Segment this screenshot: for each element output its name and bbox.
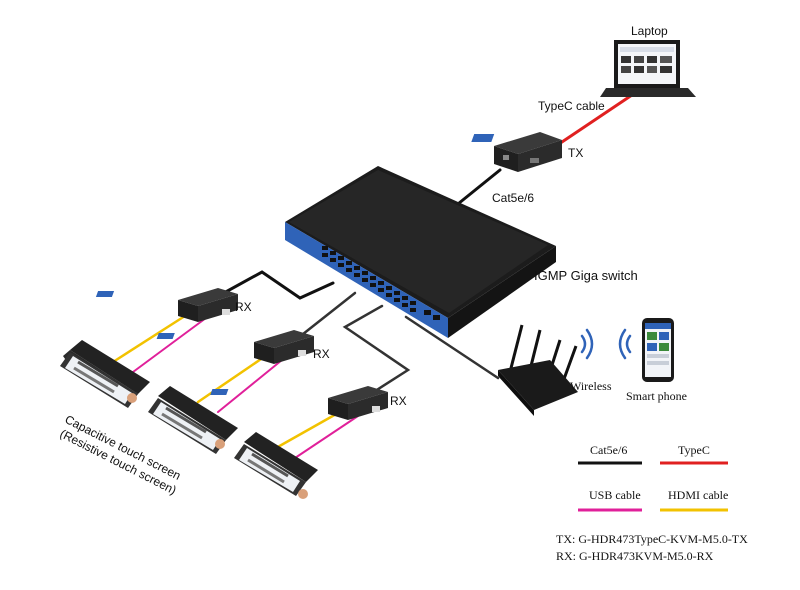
- hdmi-cable-2: [196, 355, 266, 404]
- cat-cable-rx1: [220, 270, 335, 300]
- tx-extender: [471, 132, 562, 172]
- switch-label: IGMP Giga switch: [534, 268, 638, 283]
- rx-extender-1: [95, 288, 238, 322]
- laptop-device: [600, 40, 696, 97]
- cat-cable-rx2: [296, 291, 357, 340]
- legend-typec-label: TypeC: [678, 443, 710, 457]
- usb-cable-1: [132, 317, 207, 373]
- rx-extender-2: [156, 330, 314, 364]
- igmp-switch: [285, 166, 556, 338]
- legend-hdmi-label: HDMI cable: [668, 488, 728, 502]
- wifi-waves-icon: [580, 328, 632, 360]
- smart-phone-device: [642, 318, 674, 382]
- legend-usb-label: USB cable: [589, 488, 641, 502]
- rx1-label: RX: [235, 300, 252, 314]
- switch-ports: [322, 246, 440, 320]
- tx-label: TX: [568, 146, 583, 160]
- touch-screen-3: [234, 432, 318, 499]
- rx-model: RX: G-HDR473KVM-M5.0-RX: [556, 549, 714, 563]
- wireless-router: [498, 324, 578, 416]
- typec-cable-line: [551, 93, 634, 150]
- laptop-label: Laptop: [631, 24, 668, 38]
- cat-cable-rx3: [342, 304, 411, 395]
- rx2-label: RX: [313, 347, 330, 361]
- usb-cable-3: [291, 415, 359, 461]
- tx-model: TX: G-HDR473TypeC-KVM-M5.0-TX: [556, 532, 748, 546]
- legend: Cat5e/6 TypeC USB cable HDMI cable: [578, 443, 728, 512]
- cables: [111, 93, 634, 461]
- rx3-label: RX: [390, 394, 407, 408]
- touch-screen-2: [148, 386, 238, 454]
- legend-cat5e6-label: Cat5e/6: [590, 443, 627, 457]
- touch-screen-1: [60, 340, 150, 408]
- hdmi-cable-1: [111, 312, 190, 364]
- smart-phone-label: Smart phone: [626, 389, 687, 403]
- cat5e6-label: Cat5e/6: [492, 191, 534, 205]
- cat-cable-router: [404, 315, 500, 380]
- usb-cable-2: [217, 359, 283, 413]
- hdmi-cable-3: [274, 411, 340, 450]
- model-numbers: TX: G-HDR473TypeC-KVM-M5.0-TX RX: G-HDR4…: [556, 532, 748, 563]
- wireless-label: Wireless: [570, 379, 612, 393]
- typec-cable-label: TypeC cable: [538, 99, 605, 113]
- rx-extender-3: [210, 386, 388, 420]
